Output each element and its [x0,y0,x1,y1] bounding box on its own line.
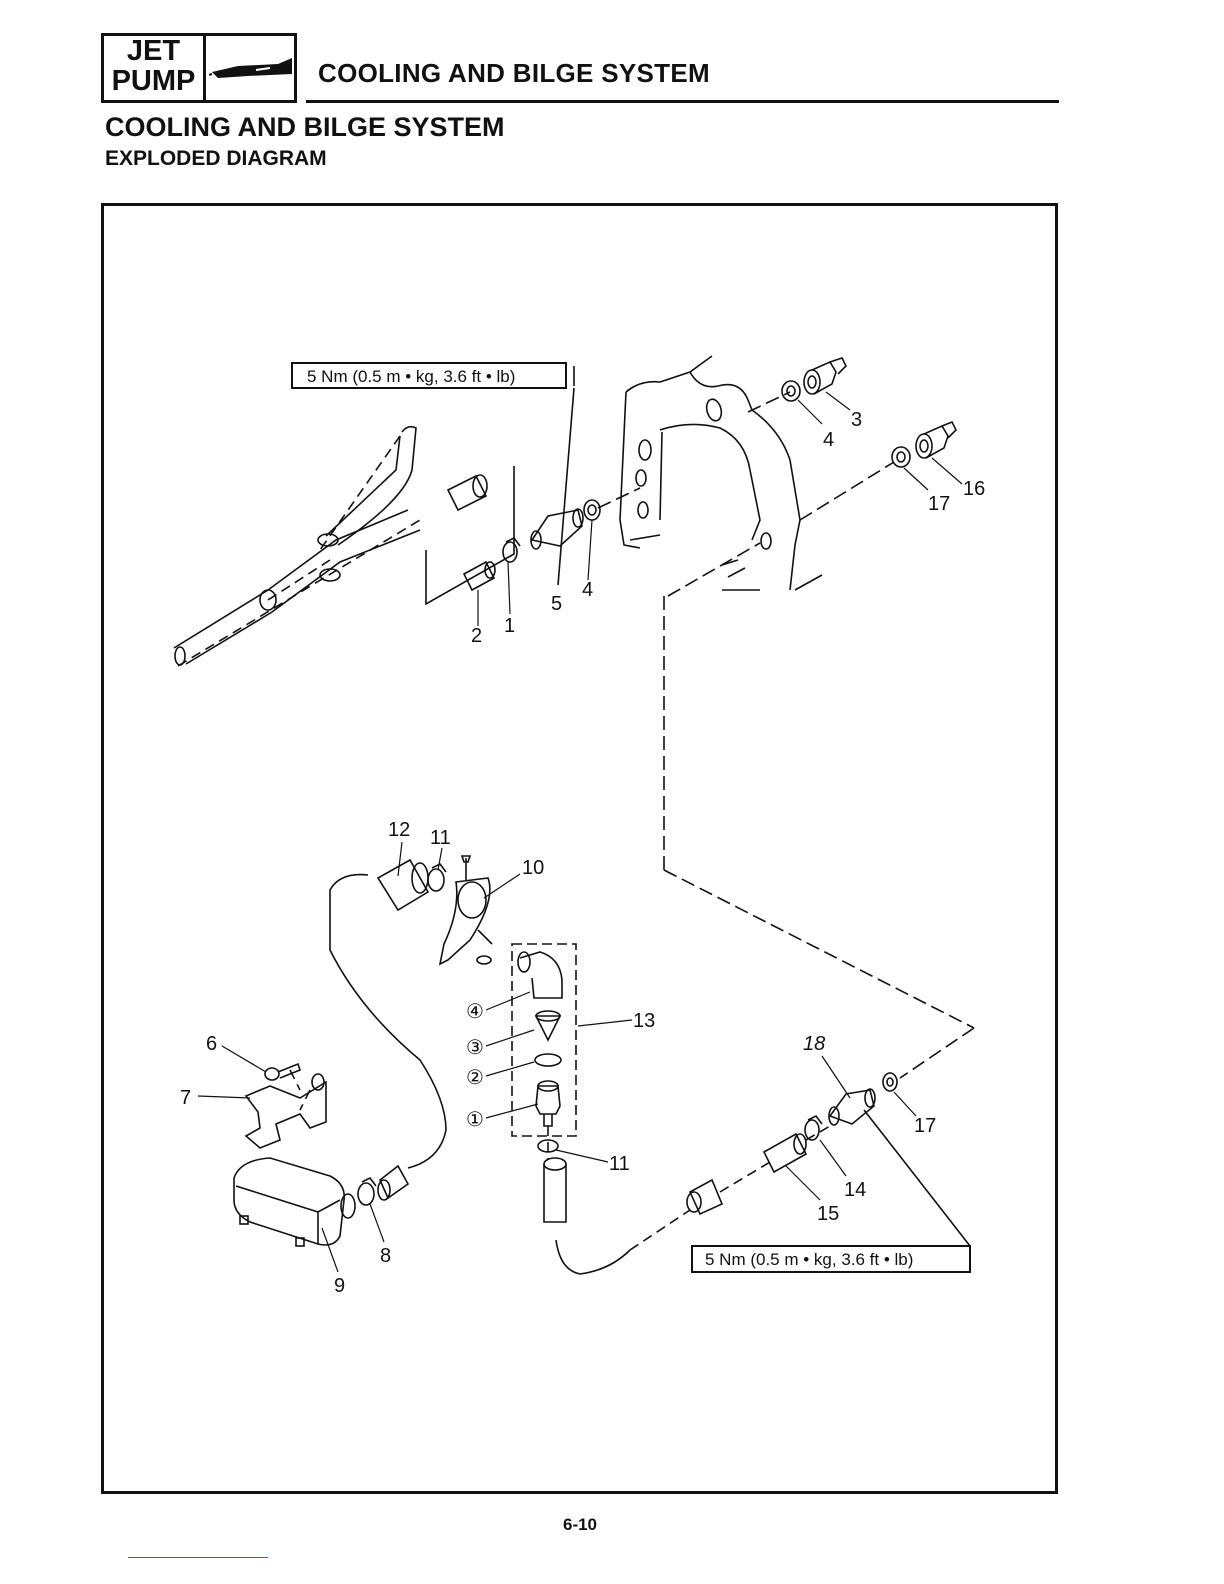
clamp-part-1 [503,538,520,562]
torque-spec-top: 5 Nm (0.5 m • kg, 3.6 ft • lb) [292,363,574,585]
callout-6: 6 [206,1033,217,1055]
hose-stub-part [378,1166,408,1200]
parts-1-2-frame [426,466,514,604]
callout-11-lower: 11 [609,1153,630,1175]
bracket-part-7 [246,1074,326,1148]
hose-part-15 [764,1134,806,1172]
subpart-3: ③ [466,1037,484,1059]
callout-10: 10 [522,857,544,879]
callout-16: 16 [963,478,985,500]
subpart-4: ④ [466,1001,484,1023]
torque-spec-bottom-text: 5 Nm (0.5 m • kg, 3.6 ft • lb) [705,1250,913,1269]
assembly-lines-left [178,436,420,666]
callout-17-top: 17 [928,493,950,515]
assembly-lines-upper [598,392,974,1078]
washer-part-4-top [782,381,800,401]
callout-13: 13 [633,1010,655,1032]
leader-lines [198,392,962,1272]
hull-bracket [620,356,822,590]
callout-4-top: 4 [823,429,834,451]
bracket-part-10 [440,856,492,964]
subpart-numbers: ④ ③ ② ① [466,1001,484,1131]
clamp-part-11-upper [428,864,446,891]
assembly-lines-lower [290,1070,830,1250]
lower-hose-loop [330,860,446,1168]
callout-11-upper: 11 [430,827,451,849]
callout-12: 12 [388,819,410,841]
strainer-assembly-part-13 [512,944,576,1136]
hose-joint-part [448,475,487,510]
callout-1: 1 [504,615,515,637]
callout-2: 2 [471,625,482,647]
clamp-part-8 [358,1178,376,1205]
callout-17-lower: 17 [914,1115,936,1137]
callout-14: 14 [844,1179,866,1201]
callout-3: 3 [851,409,862,431]
filter-box-part-9 [234,1158,355,1246]
footer-line [128,1557,268,1558]
callout-7: 7 [180,1087,191,1109]
upper-hose-assembly [174,427,420,665]
page-number: 6-10 [0,1515,1160,1535]
washer-part-4-mid [584,500,600,520]
subpart-1: ① [466,1109,484,1131]
fitting-part-5 [531,509,583,549]
callout-5: 5 [551,593,562,615]
callout-18: 18 [803,1033,825,1055]
lower-pipe [544,1158,630,1274]
subpart-2: ② [466,1067,484,1089]
torque-spec-top-text: 5 Nm (0.5 m • kg, 3.6 ft • lb) [307,367,515,386]
washer-part-17-top [892,447,910,467]
callout-8: 8 [380,1245,391,1267]
joint-part-lower [687,1180,722,1214]
callout-4-mid: 4 [582,579,593,601]
callout-15: 15 [817,1203,839,1225]
fitting-part-3 [804,358,846,394]
fitting-part-18 [829,1089,875,1125]
callout-9: 9 [334,1275,345,1297]
hose-part-2 [464,562,495,590]
washer-part-17-lower [883,1073,897,1091]
screw-part-6 [265,1064,300,1080]
fitting-part-16 [916,422,956,458]
callout-numbers: 3 4 16 17 5 4 1 2 12 11 10 13 11 6 7 8 9… [180,409,985,1297]
